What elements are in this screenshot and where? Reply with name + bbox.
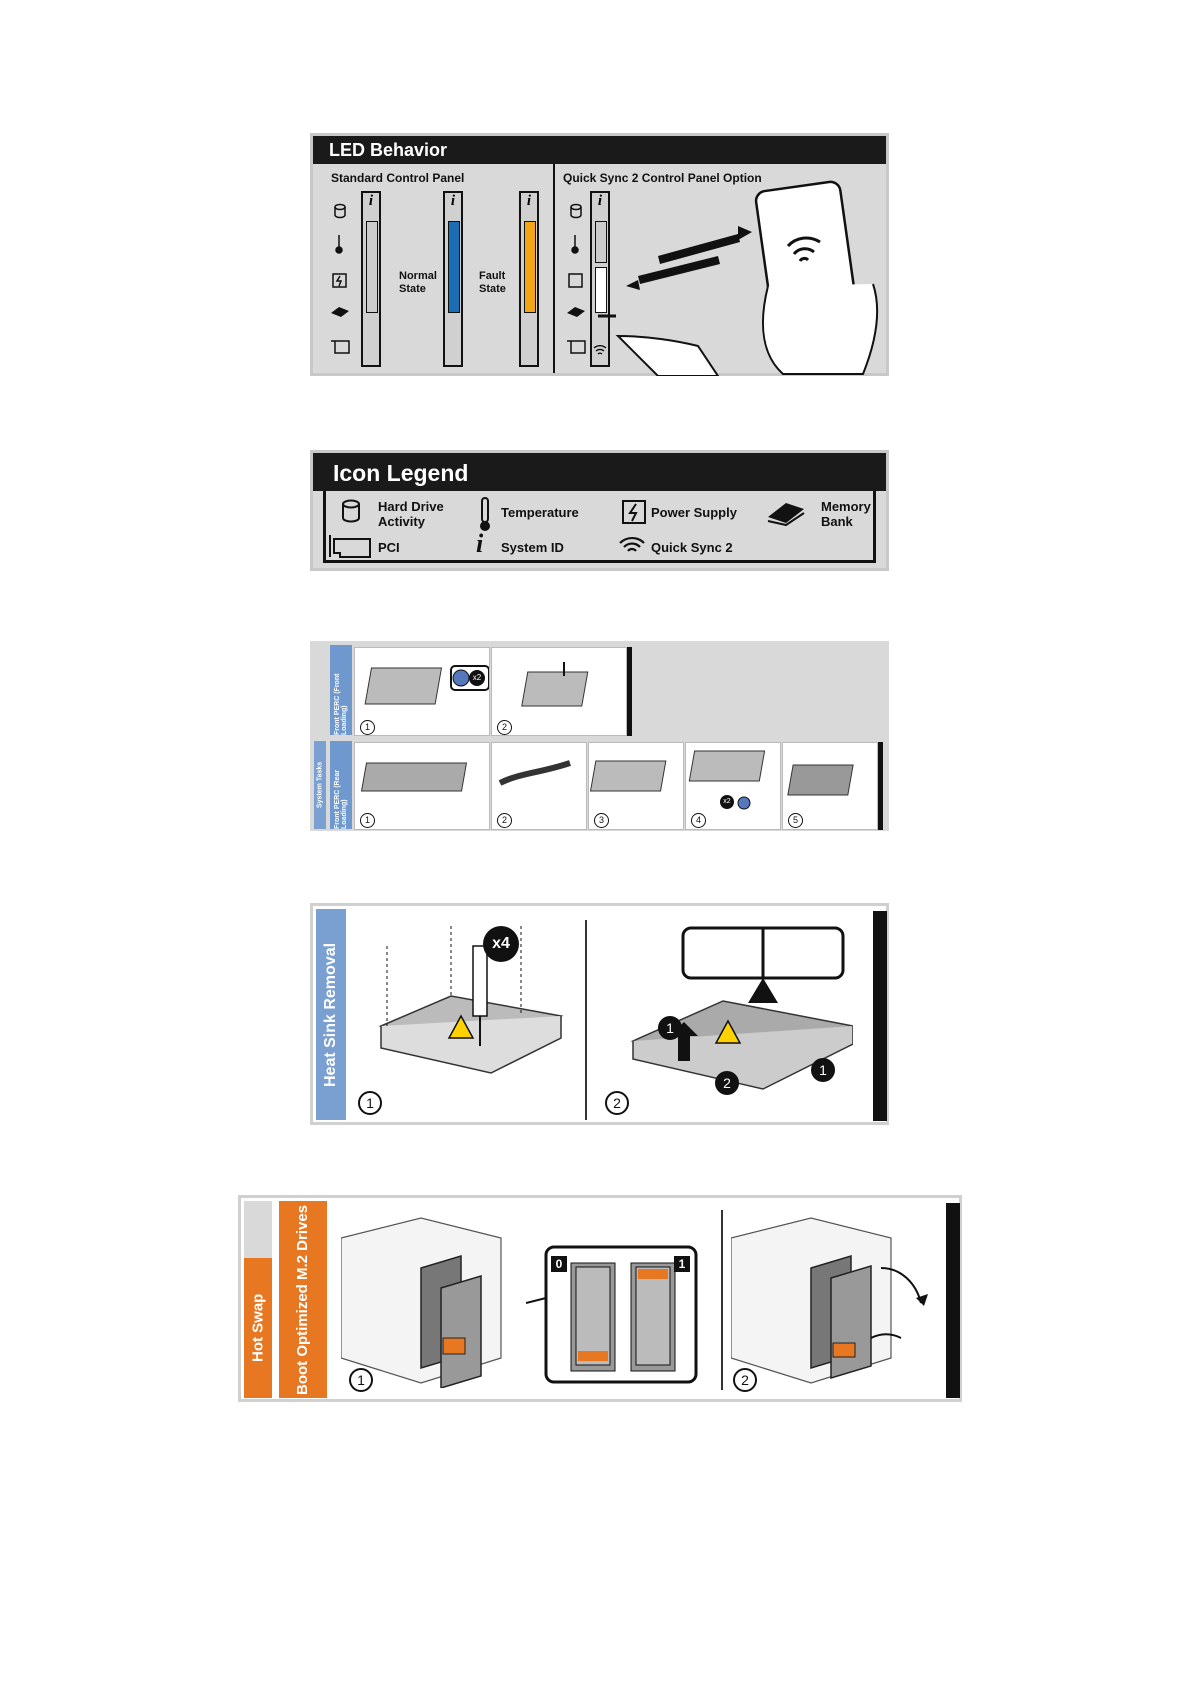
led-behavior-title: LED Behavior <box>313 136 886 164</box>
x4-badge: x4 <box>483 926 519 962</box>
normal-state-led <box>448 221 460 313</box>
m2-carrier-illustration <box>341 1217 502 1388</box>
legend-system-id-label: System ID <box>501 540 564 555</box>
pci-card-icon <box>329 535 371 558</box>
m2-release-illustration <box>731 1217 928 1384</box>
heat-sink-panel: Heat Sink Removal x4 1 1 2 1 2 <box>310 903 889 1125</box>
led-behavior-panel: LED Behavior Standard Control Panel Quic… <box>310 133 889 376</box>
step-number: 2 <box>605 1091 629 1115</box>
x2-badge: x2 <box>720 795 734 809</box>
section-divider <box>553 164 555 373</box>
section-end-bar <box>946 1203 960 1398</box>
memory-icon <box>331 307 349 317</box>
perc-card-illustration <box>787 764 854 796</box>
power-icon <box>332 273 347 288</box>
step-number: 2 <box>497 813 512 828</box>
legend-hard-drive-label: Hard Drive Activity <box>378 499 444 529</box>
step-number: 1 <box>358 1091 382 1115</box>
m2-panel: Hot Swap Boot Optimized M.2 Drives 0 1 1… <box>238 1195 962 1402</box>
legend-memory-bank-label: Memory Bank <box>821 499 871 529</box>
step-number: 5 <box>788 813 803 828</box>
step-number: 3 <box>594 813 609 828</box>
info-icon: i <box>450 193 456 209</box>
section-end-bar <box>873 911 887 1121</box>
front-perc-front-loading-tab: Front PERC (Front Loading) <box>330 645 352 735</box>
wifi-icon <box>619 536 645 552</box>
fault-led-strip: i <box>519 191 539 367</box>
legend-temperature-label: Temperature <box>501 505 579 520</box>
heat-sink-removal-title: Heat Sink Removal <box>316 909 346 1120</box>
step-divider <box>585 920 587 1120</box>
boot-optimized-m2-title: Boot Optimized M.2 Drives <box>279 1201 327 1398</box>
m2-slot-detail <box>526 1245 698 1384</box>
info-icon: i <box>476 529 484 558</box>
perc-card-illustration <box>589 760 667 792</box>
hot-swap-tab: Hot Swap <box>244 1258 272 1398</box>
step-number: 1 <box>360 813 375 828</box>
tab-notch <box>244 1201 272 1258</box>
rear-step-4-cell: 4 x2 <box>685 742 781 830</box>
quicksync-led-strip: i <box>590 191 610 367</box>
memory-icon <box>767 503 805 527</box>
legend-pci-label: PCI <box>378 540 400 555</box>
legend-quick-sync-label: Quick Sync 2 <box>651 540 733 555</box>
callout-number: 1 <box>658 1016 682 1040</box>
step-number: 4 <box>691 813 706 828</box>
perc-card-illustration <box>688 750 766 810</box>
rear-step-5-cell: 5 <box>782 742 878 830</box>
icon-legend-title: Icon Legend <box>313 453 886 491</box>
hard-drive-icon <box>342 499 360 523</box>
perc-card-illustration <box>360 762 468 792</box>
perc-card-illustration <box>364 665 490 705</box>
perc-card-illustration <box>521 662 589 707</box>
info-icon: i <box>526 193 532 209</box>
pci-card-icon <box>331 340 350 354</box>
power-icon <box>622 500 646 524</box>
rear-step-1-cell: 1 <box>354 742 490 830</box>
thermometer-icon <box>480 497 490 531</box>
heat-sink-lift-illustration <box>630 926 853 1090</box>
sync-illustration <box>598 180 879 376</box>
wifi-icon <box>593 345 607 355</box>
slot-1-label: 1 <box>674 1256 690 1272</box>
front-step-1-cell: 1 x2 <box>354 647 490 736</box>
heat-sink-screw-illustration <box>378 926 564 1074</box>
normal-state-label: Normal State <box>399 270 437 295</box>
normal-led-strip: i <box>443 191 463 367</box>
callout-number: 2 <box>715 1071 739 1095</box>
thermometer-icon <box>335 235 343 254</box>
fault-state-label: Fault State <box>479 270 506 295</box>
rear-step-3-cell: 3 <box>588 742 684 830</box>
section-end-bar <box>878 742 883 830</box>
step-number: 2 <box>497 720 512 735</box>
icon-legend-body: Hard Drive Activity Temperature Power Su… <box>323 491 876 563</box>
perc-cable-illustration <box>498 760 571 786</box>
front-step-2-cell: 2 <box>491 647 627 736</box>
step-divider <box>721 1210 723 1390</box>
legend-power-supply-label: Power Supply <box>651 505 737 520</box>
step-number: 1 <box>349 1368 373 1392</box>
info-icon: i <box>368 193 374 209</box>
front-perc-rear-loading-tab: Front PERC (Rear Loading) <box>330 741 352 829</box>
quicksync-icon-column <box>567 203 586 354</box>
x2-badge: x2 <box>469 670 485 686</box>
slot-0-label: 0 <box>551 1256 567 1272</box>
icon-legend-panel: Icon Legend Hard Drive Activity Temperat… <box>310 450 889 571</box>
step-number: 1 <box>360 720 375 735</box>
rear-step-2-cell: 2 <box>491 742 587 830</box>
system-tasks-tab: System Tasks <box>314 741 326 829</box>
standard-control-panel-header: Standard Control Panel <box>331 171 465 185</box>
hard-drive-icon <box>334 203 346 219</box>
section-end-bar <box>627 647 632 736</box>
standard-led-strip: i <box>361 191 381 367</box>
fault-state-led <box>524 221 536 313</box>
perc-panel: System Tasks Front PERC (Front Loading) … <box>310 641 889 831</box>
quick-sync-header: Quick Sync 2 Control Panel Option <box>563 171 762 185</box>
info-icon: i <box>597 193 603 209</box>
led-icon-column <box>331 203 350 354</box>
callout-number: 1 <box>811 1058 835 1082</box>
step-number: 2 <box>733 1368 757 1392</box>
